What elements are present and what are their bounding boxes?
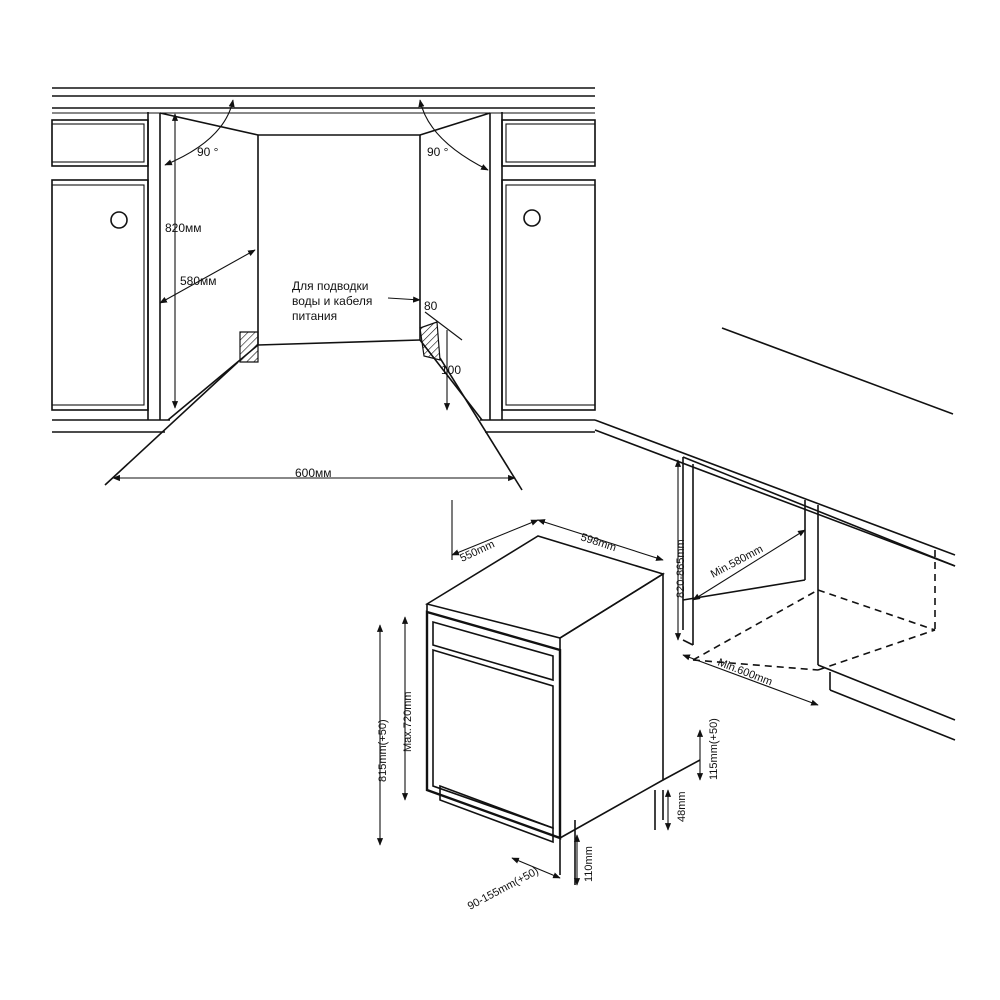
- note-line-1: Для подводки: [292, 279, 368, 293]
- door-panel: [432, 648, 554, 830]
- control-panel: [432, 620, 554, 682]
- left-knob: [110, 211, 128, 229]
- dim-100-label: 100: [441, 363, 461, 377]
- note-line-2: воды и кабеля: [292, 294, 372, 308]
- iso-countertop: [594, 327, 956, 567]
- countertop: [52, 87, 595, 114]
- max-door-label: Max.720mm: [402, 691, 414, 752]
- angle-left-label: 90 °: [197, 145, 219, 159]
- plinth-strip: [439, 784, 554, 844]
- dim-80-line: [424, 311, 463, 341]
- dim-80-label: 80: [424, 299, 438, 313]
- total-height-label: 815mm(+50): [377, 719, 389, 782]
- note-line-3: питания: [292, 309, 337, 323]
- min-600-dim: [682, 654, 819, 706]
- dishwasher: [424, 535, 665, 844]
- depth-dim-line: [159, 249, 256, 304]
- depth-550-dim: [451, 519, 539, 556]
- niche-front-view: 90 ° 90 ° 820мм 580мм 600мм Для подводки…: [51, 87, 596, 491]
- min-580-dim: [692, 529, 806, 601]
- plinth-adj-label: 115mm(+50): [708, 718, 720, 780]
- height-label: 820мм: [165, 221, 202, 235]
- niche-height-label: 820-865mm: [675, 539, 687, 598]
- left-cabinet: [51, 112, 170, 433]
- plinth-range-dim: [511, 857, 561, 879]
- plinth-48-label: 48mm: [676, 791, 688, 822]
- width-label: 600мм: [295, 466, 332, 480]
- plinth-range-label: 90-155mm(+50): [466, 865, 541, 912]
- right-opening-hatch: [419, 321, 441, 361]
- left-opening-hatch: [239, 331, 259, 363]
- isometric-installation-view: 598mm 550mm 820-865mm Min.580mm Min.600m…: [376, 327, 956, 913]
- dishwasher-front: [425, 610, 562, 840]
- angle-arc-right: [418, 99, 489, 171]
- width-598-dim: [537, 519, 664, 561]
- dishwasher-side: [559, 572, 664, 839]
- angle-right-label: 90 °: [427, 145, 449, 159]
- depth-550-label: 550mm: [458, 538, 496, 564]
- right-cabinet: [480, 112, 596, 433]
- depth-label: 580мм: [180, 274, 217, 288]
- right-knob: [523, 209, 541, 227]
- note-pointer: [387, 296, 421, 303]
- iso-niche: [682, 457, 956, 741]
- plinth-110-label: 110mm: [583, 846, 595, 882]
- min-580-label: Min.580mm: [709, 543, 765, 581]
- min-600-label: Min.600mm: [716, 657, 774, 689]
